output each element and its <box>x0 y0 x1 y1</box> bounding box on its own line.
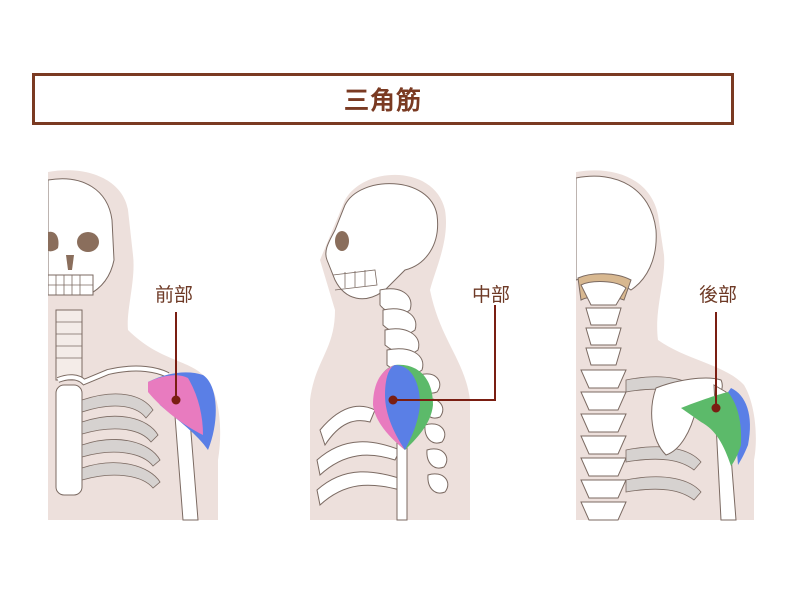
muscle-marker-dot <box>388 395 398 405</box>
muscle-marker-dot <box>171 395 181 405</box>
muscle-marker-dot <box>711 403 721 413</box>
front-view-panel: 前部 <box>48 160 238 525</box>
title-frame: 三角筋 <box>32 73 734 125</box>
label-anterior: 前部 <box>155 284 194 306</box>
page-title: 三角筋 <box>343 86 422 115</box>
side-skeleton-illustration <box>310 174 496 521</box>
leader-line <box>393 305 496 401</box>
front-skeleton-illustration <box>48 170 221 521</box>
back-view-panel: 後部 <box>576 160 766 525</box>
middle-deltoid-highlight <box>385 365 420 450</box>
label-posterior: 後部 <box>699 284 738 306</box>
posterior-deltoid-highlight <box>681 392 742 466</box>
side-view-panel: 中部 <box>305 160 530 525</box>
label-middle: 中部 <box>472 284 511 306</box>
anterior-deltoid-shape <box>373 365 405 450</box>
eye-socket-icon <box>335 231 349 251</box>
back-skeleton-illustration <box>576 170 756 521</box>
eye-socket-icon <box>77 232 99 252</box>
anterior-deltoid-highlight <box>148 375 203 435</box>
